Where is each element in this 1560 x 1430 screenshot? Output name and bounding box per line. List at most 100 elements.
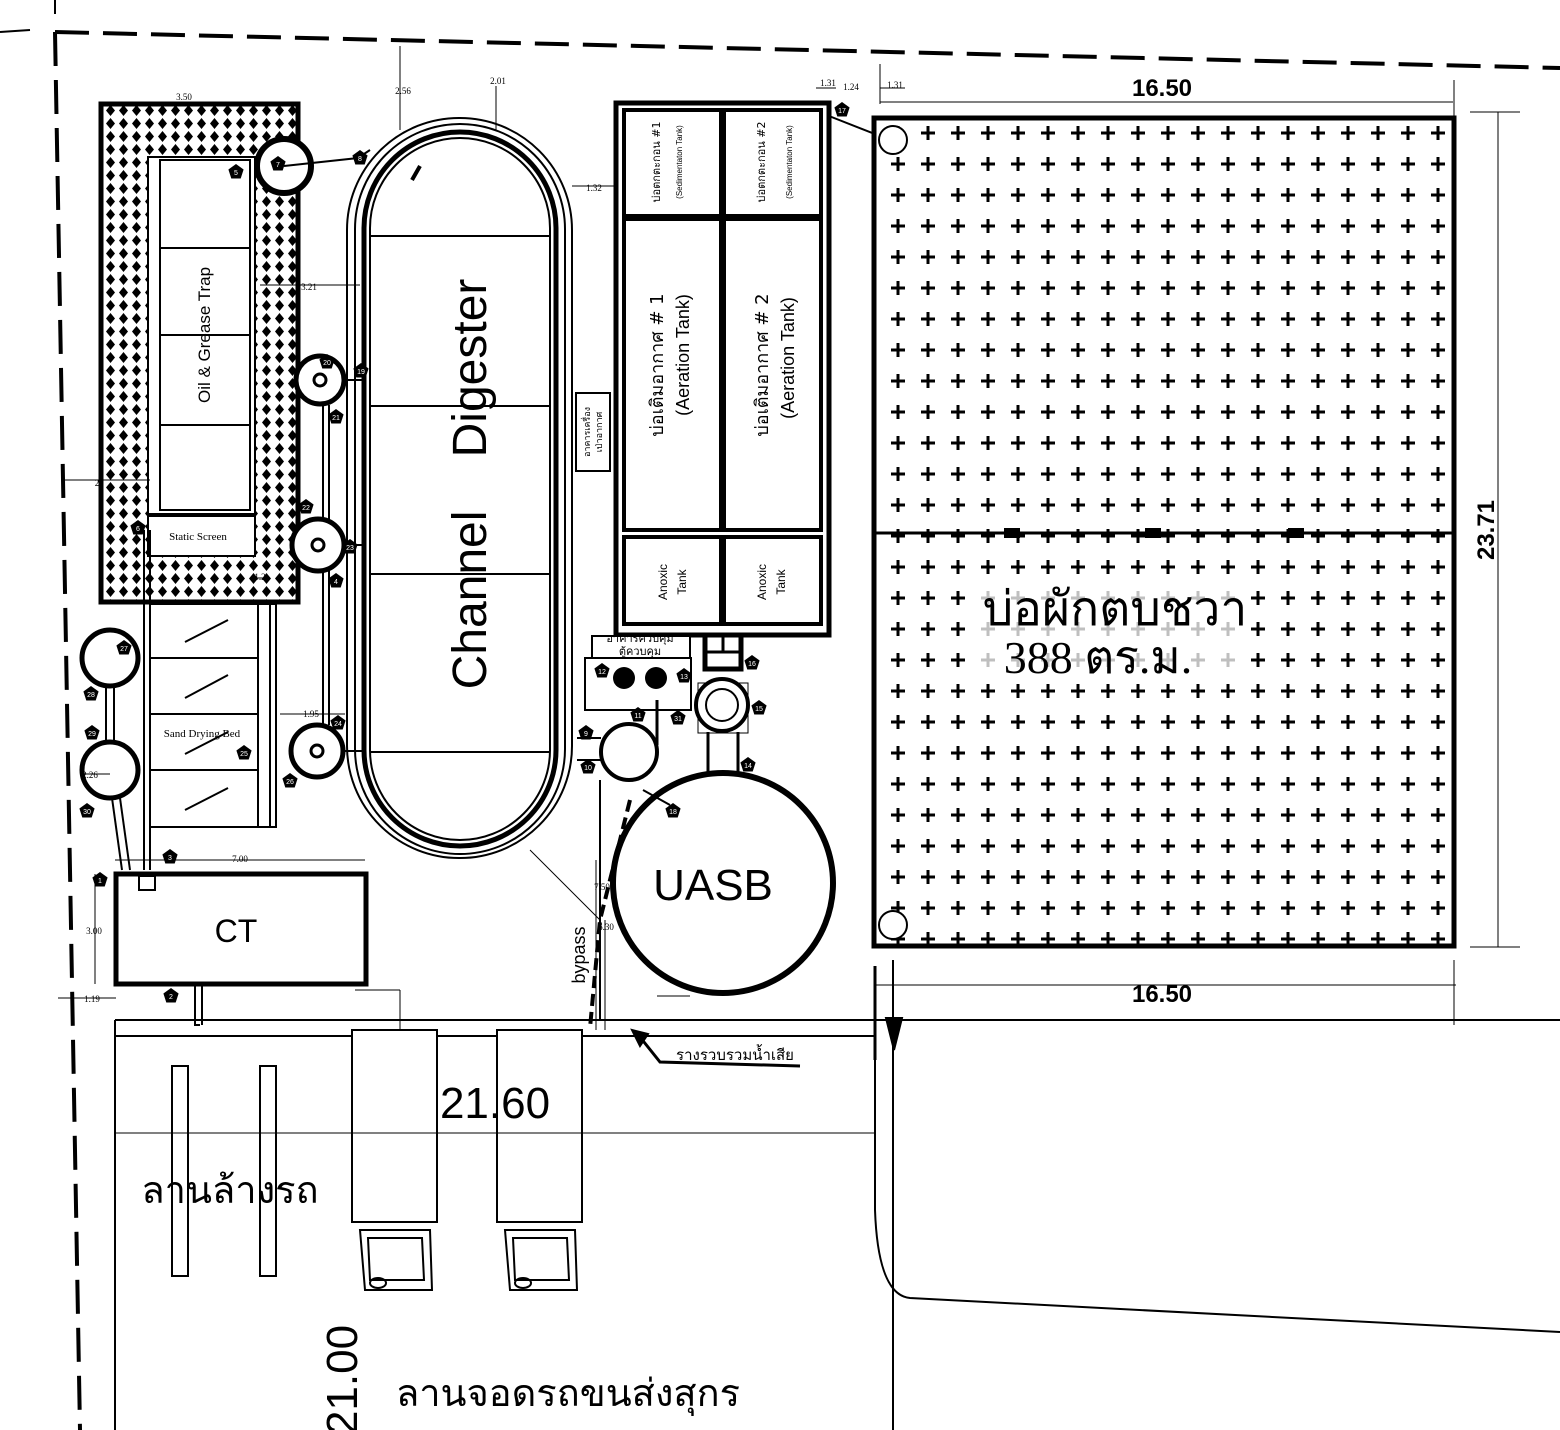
dim-bottom-width: 16.50: [1132, 981, 1192, 1008]
marker-label: 13: [680, 674, 688, 681]
marker-27: 27: [116, 640, 132, 655]
marker-19: 19: [353, 363, 369, 378]
marker-label: 6: [136, 526, 140, 533]
dim-road-width: 21.60: [440, 1079, 550, 1128]
marker-label: 4: [334, 579, 338, 586]
marker-10: 10: [580, 759, 596, 774]
digester-label-channel: Channel: [444, 511, 497, 690]
blower-building: อาคารเครื่อง เป่าอากาศ: [575, 392, 611, 472]
uasb-feed-pipes: [588, 780, 632, 1029]
dim-gap-1: 2.56: [395, 86, 411, 96]
marker-label: 25: [240, 751, 248, 758]
static-screen-label: Static Screen: [169, 531, 227, 543]
marker-24: 24: [330, 715, 346, 730]
aer1-en: (Aeration Tank): [673, 294, 693, 416]
sand-drying-bed: Sand Drying Bed: [149, 603, 277, 828]
aer2-en: (Aeration Tank): [778, 297, 798, 419]
channel-digester: Channel Digester: [346, 117, 573, 859]
control-label-2: ตู้ควบคุม: [619, 645, 661, 658]
wetland-pond: บ่อผักตบชวา 388 ตร.ม.: [871, 115, 1457, 949]
marker-2: 2: [163, 988, 179, 1003]
wetland-area: 388 ตร.ม.: [1004, 632, 1192, 683]
marker-label: 27: [120, 646, 128, 653]
control-label-1: อาคารควบคุม: [606, 632, 673, 645]
dim-gap-2: 2.01: [490, 76, 506, 86]
parking-label: ลานจอดรถขนส่งสุกร: [396, 1371, 740, 1416]
treatment-tanks-block: บ่อตกตะกอน #1 (Sedimentaton Tank) บ่อตกต…: [613, 100, 832, 638]
marker-label: 31: [674, 716, 682, 723]
dim-uasb-2: 6.30: [598, 922, 614, 932]
marker-6: 6: [130, 520, 146, 535]
dimension-lines: [58, 46, 1520, 1134]
sump-pit: [577, 700, 671, 806]
marker-17: 17: [834, 102, 850, 117]
dim-gap-7: 1.31: [820, 78, 836, 88]
marker-label: 3: [168, 855, 172, 862]
marker-label: 2: [169, 994, 173, 1001]
grease-trap-block: Oil & Grease Trap Static Screen: [98, 101, 301, 605]
marker-1: 1: [92, 872, 108, 887]
marker-14: 14: [740, 757, 756, 772]
marker-label: 11: [634, 713, 641, 720]
wetland-label: บ่อผักตบชวา: [983, 581, 1248, 637]
dim-ct-offset: 1.19: [84, 994, 100, 1004]
sed2-en: (Sedimentaton Tank): [785, 125, 794, 199]
dim-parking-depth: 21.00: [318, 1325, 367, 1430]
marker-7: 7: [270, 156, 286, 171]
dim-gap-6: 1.24: [843, 82, 859, 92]
marker-16: 16: [744, 655, 760, 670]
marker-label: 19: [357, 369, 365, 376]
marker-label: 12: [598, 669, 606, 676]
uasb-label: UASB: [653, 861, 773, 910]
marker-26: 26: [282, 773, 298, 788]
marker-8: 8: [352, 150, 368, 165]
wash-label: ลานล้างรถ: [141, 1168, 318, 1212]
marker-label: 15: [755, 706, 763, 713]
bypass-label: bypass: [569, 926, 589, 983]
marker-15: 15: [751, 700, 767, 715]
marker-9: 9: [578, 725, 594, 740]
marker-label: 5: [234, 170, 238, 177]
piping-network: [105, 115, 891, 1026]
marker-label: 16: [748, 661, 756, 668]
dim-ct-height: 3.00: [86, 926, 102, 936]
uasb-reactor: UASB: [610, 677, 836, 997]
ct-tank: CT: [113, 871, 369, 987]
dim-top-width: 16.50: [1132, 75, 1192, 102]
anoxic2-tank: Tank: [774, 568, 788, 594]
marker-4: 4: [328, 573, 344, 588]
anoxic2-label: Anoxic: [755, 564, 769, 600]
marker-label: 20: [323, 360, 331, 367]
marker-label: 26: [286, 779, 294, 786]
anoxic1-label: Anoxic: [656, 564, 670, 600]
pump-wells: [79, 136, 347, 801]
dim-uasb-1: 7.50: [594, 882, 610, 892]
dim-gap-4: 3.21: [301, 282, 317, 292]
marker-label: 1: [98, 878, 102, 885]
dim-left-small-3: 1.2: [254, 572, 265, 582]
digester-label-digester: Digester: [444, 279, 497, 458]
dim-gap-5: 1.95: [303, 709, 319, 719]
marker-31: 31: [670, 710, 686, 725]
control-building: อาคารควบคุม ตู้ควบคุม: [584, 632, 744, 711]
aer2-thai: บ่อเติมอากาศ # 2: [752, 293, 773, 436]
marker-28: 28: [83, 686, 99, 701]
marker-25: 25: [236, 745, 252, 760]
marker-label: 7: [276, 162, 280, 169]
dim-right-height: 23.71: [1473, 500, 1500, 560]
sed2-thai: บ่อตกตะกอน #2: [755, 122, 768, 203]
marker-12: 12: [594, 663, 610, 678]
marker-label: 22: [302, 505, 310, 512]
marker-20: 20: [319, 354, 335, 369]
marker-label: 10: [584, 765, 592, 772]
marker-29: 29: [84, 725, 100, 740]
dim-gap-3: 1.32: [586, 183, 602, 193]
blower-label-1: อาคารเครื่อง: [580, 407, 593, 457]
marker-label: 9: [584, 731, 588, 738]
dimension-texts: 16.50 16.50 23.71 21.60 21.00 7.00 3.00 …: [82, 75, 1500, 1430]
marker-11: 11: [630, 707, 646, 722]
marker-5: 5: [228, 164, 244, 179]
marker-label: 14: [744, 763, 752, 770]
